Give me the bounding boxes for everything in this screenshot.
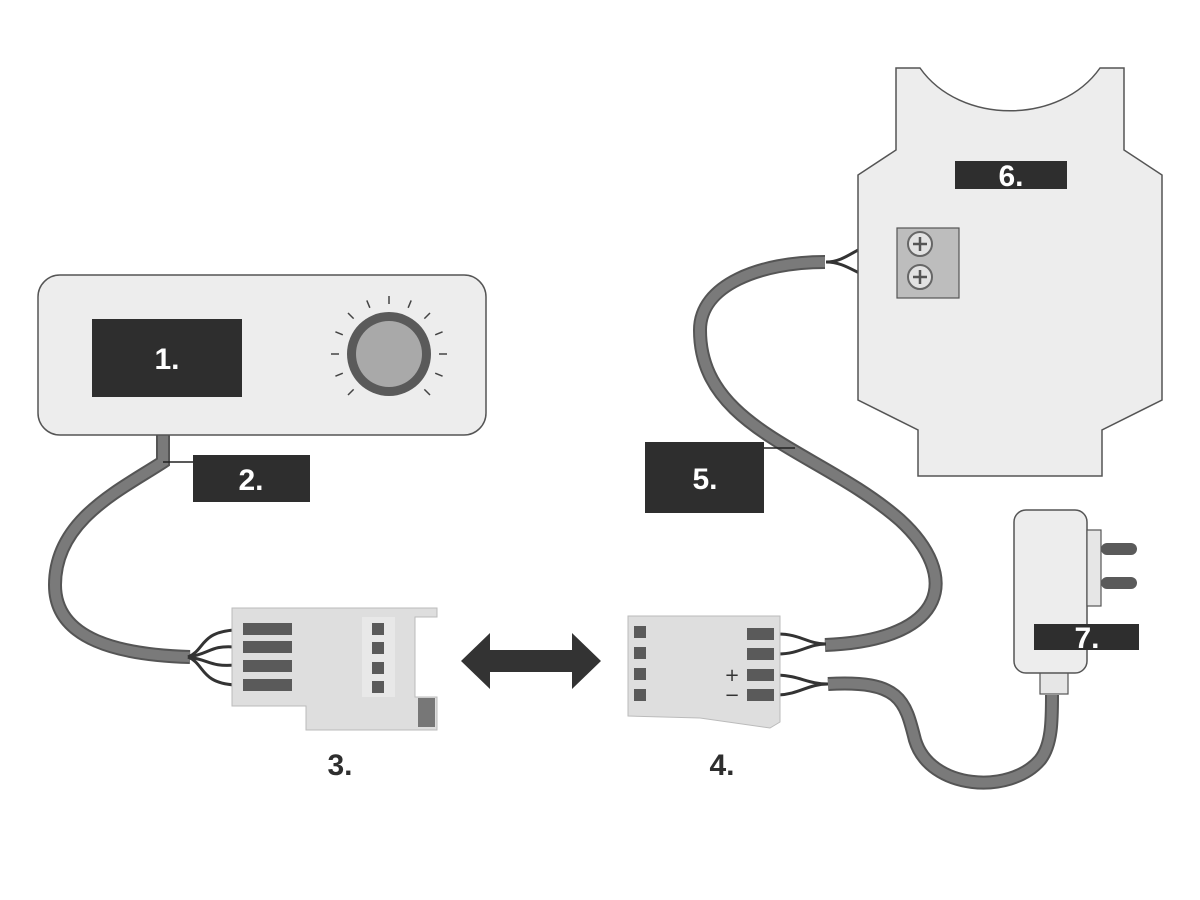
controller-label-box — [92, 319, 242, 397]
power-adapter-label: 7. — [1074, 622, 1099, 655]
knob-tick — [366, 300, 371, 309]
controller-unit: 1. — [37, 274, 487, 436]
knob-icon[interactable] — [331, 296, 447, 396]
controller-label: 1. — [154, 343, 179, 376]
knob-tick — [347, 388, 355, 396]
knob-tick — [423, 388, 431, 396]
power-adapter: 7. — [1013, 509, 1139, 695]
knob-tick — [434, 331, 443, 336]
knob-tick — [407, 300, 412, 309]
power-cable — [777, 673, 1059, 790]
motor-cable-callout: 5. — [645, 442, 795, 513]
screw-terminal-icon — [896, 227, 960, 299]
knob-tick — [423, 312, 431, 320]
controller-cable-label: 2. — [238, 464, 263, 497]
double-arrow-icon — [461, 633, 601, 689]
connector-female-label: 4. — [709, 749, 734, 782]
minus-sign: − — [724, 685, 739, 706]
plug-prongs-icon — [1101, 543, 1137, 589]
knob-tick — [434, 372, 443, 377]
controller-cable-callout: 2. — [163, 455, 310, 502]
motor-unit: 6. — [857, 67, 1163, 477]
knob-tick — [335, 372, 344, 377]
plus-sign: + — [724, 665, 739, 686]
knob-tick — [347, 312, 355, 320]
connector-female: + − — [627, 615, 781, 729]
connector-male-label: 3. — [327, 749, 352, 782]
connector-male — [231, 607, 438, 731]
motor-cable-label: 5. — [692, 463, 717, 496]
controller-cable — [47, 434, 236, 687]
knob-tick — [335, 331, 344, 336]
motor-unit-label: 6. — [998, 160, 1023, 193]
